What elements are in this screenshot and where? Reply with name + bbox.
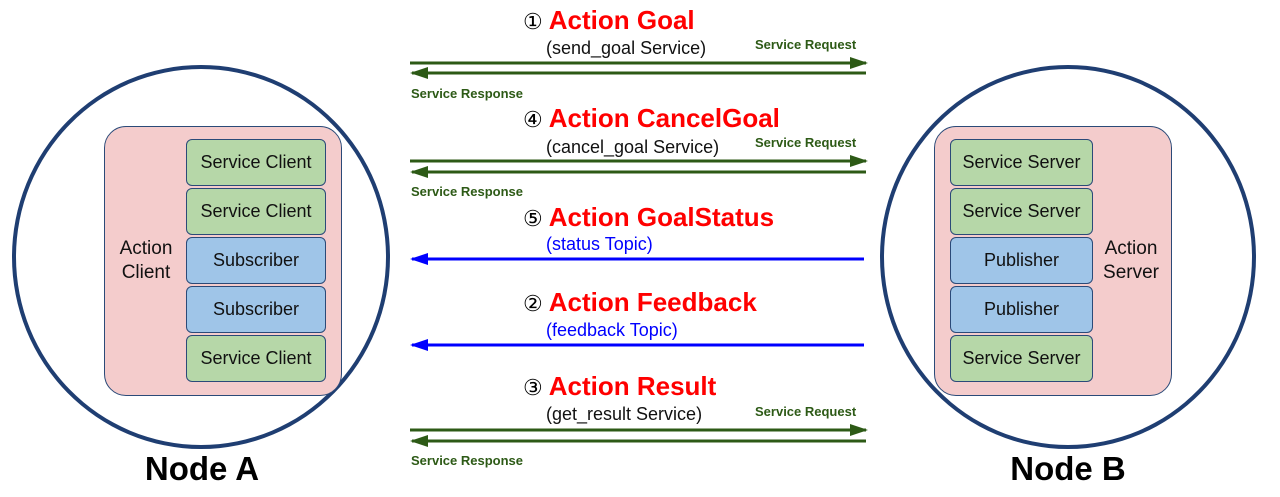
cancel-title-text: Action CancelGoal	[548, 103, 780, 133]
node-a-component-4: Subscriber	[186, 286, 326, 333]
action-server-label: Action Server	[1103, 238, 1159, 283]
goal-request-label: Service Request	[755, 37, 857, 52]
node-b-component-4: Publisher	[950, 286, 1093, 333]
result-number: ③	[523, 375, 543, 400]
goal-number: ①	[523, 9, 543, 34]
goal-subtitle: (send_goal Service)	[546, 38, 707, 58]
goal-title-text: Action Goal	[548, 5, 695, 35]
result-subtitle: (get_result Service)	[546, 404, 703, 424]
status-title-text: Action GoalStatus	[548, 202, 775, 232]
node-b-component-5: Service Server	[950, 335, 1093, 382]
status-subtitle: (status Topic)	[546, 234, 653, 254]
node-a-component-3: Subscriber	[186, 237, 326, 284]
node-a-component-1: Service Client	[186, 139, 326, 186]
feedback-subtitle: (feedback Topic)	[546, 320, 678, 340]
node-b-component-1: Service Server	[950, 139, 1093, 186]
action-client-label: Action Client	[119, 238, 173, 283]
node-b-label: Node B	[1010, 450, 1126, 487]
node-a-label: Node A	[144, 450, 260, 487]
feedback-title-text: Action Feedback	[548, 287, 757, 317]
node-b-component-3: Publisher	[950, 237, 1093, 284]
cancel-response-label: Service Response	[411, 184, 524, 199]
status-number: ⑤	[523, 206, 543, 231]
node-a-component-5: Service Client	[186, 335, 326, 382]
cancel-number: ④	[523, 107, 543, 132]
cancel-request-label: Service Request	[755, 135, 857, 150]
feedback-number: ②	[523, 291, 543, 316]
result-title-text: Action Result	[548, 371, 717, 401]
node-a-component-2: Service Client	[186, 188, 326, 235]
node-b-component-2: Service Server	[950, 188, 1093, 235]
goal-response-label: Service Response	[411, 86, 524, 101]
result-request-label: Service Request	[755, 404, 857, 419]
cancel-subtitle: (cancel_goal Service)	[546, 137, 720, 157]
result-response-label: Service Response	[411, 453, 524, 468]
